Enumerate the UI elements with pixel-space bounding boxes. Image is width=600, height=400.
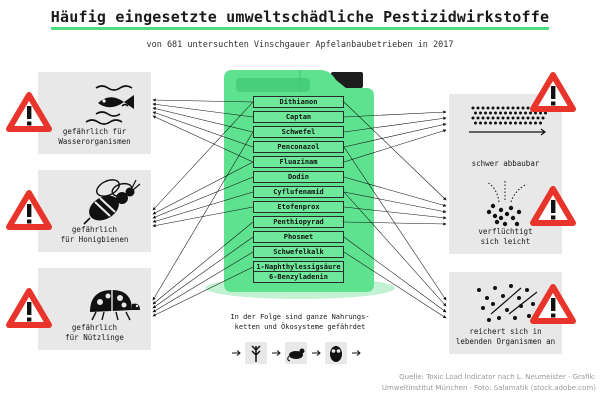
connector-line — [152, 176, 254, 219]
substance-item: Captan — [253, 111, 344, 123]
warning-triangle-icon — [6, 190, 52, 230]
fish-icon — [85, 85, 134, 125]
warning-triangle-icon — [6, 288, 52, 328]
connector-line — [152, 115, 254, 163]
warning-triangle-icon — [530, 72, 576, 112]
connector-line — [152, 107, 254, 133]
substance-item: Dodin — [253, 171, 344, 183]
panel-bees-label: gefährlich für Honigbienen — [60, 225, 129, 244]
connector-line — [152, 221, 254, 305]
connector-line — [152, 236, 254, 309]
connector-line — [343, 251, 447, 319]
connector-line — [152, 266, 254, 317]
panel-volatile-label: verflüchtigt sich leicht — [478, 227, 533, 246]
panel-beneficials-label: gefährlich für Nützlinge — [65, 323, 124, 342]
connector-line — [343, 101, 447, 201]
substance-item: Penthiopyrad — [253, 216, 344, 228]
substance-item: Schwefel — [253, 126, 344, 138]
connector-line — [343, 110, 447, 118]
panel-bees: gefährlich für Honigbienen — [38, 170, 151, 252]
panel-aquatic-label: gefährlich für Wasserorganismen — [58, 127, 131, 146]
warning-triangle-icon — [6, 92, 52, 132]
connector-line — [152, 111, 254, 148]
connector-line — [152, 98, 254, 103]
substance-item: Cyflufenamid — [253, 186, 344, 198]
panel-aquatic: gefährlich für Wasserorganismen — [38, 72, 151, 154]
panel-persistent-label: schwer abbaubar — [471, 159, 540, 168]
owl-icon — [325, 342, 347, 364]
connector-line — [343, 116, 447, 133]
particles-accumulate-icon — [477, 284, 538, 322]
food-chain-arrows — [232, 350, 361, 356]
connector-line — [343, 236, 447, 313]
connector-line — [152, 251, 254, 313]
connector-line — [343, 191, 447, 214]
connector-line — [343, 221, 447, 226]
substance-item: Phosmet — [253, 231, 344, 243]
particles-rising-icon — [486, 180, 528, 227]
connector-line — [152, 131, 254, 301]
warning-triangle-icon — [530, 284, 576, 324]
connector-line — [343, 122, 447, 148]
connector-line — [343, 206, 447, 220]
page-subtitle: von 681 untersuchten Vinschgauer Apfelan… — [146, 40, 454, 50]
connector-line — [343, 176, 447, 207]
warning-triangle-icon — [530, 186, 576, 226]
substance-item: Fluazinam — [253, 156, 344, 168]
panel-bioaccumulative: reichert sich in lebenden Organismen an — [449, 272, 562, 354]
substance-item: Dithianon — [253, 96, 344, 108]
wheat-icon — [245, 342, 267, 364]
connector-line — [343, 146, 447, 301]
substance-item: Schwefelkalk — [253, 246, 344, 258]
bee-icon — [83, 179, 141, 225]
connector-line — [152, 161, 254, 215]
mouse-icon — [285, 342, 307, 364]
connector-line — [152, 102, 254, 118]
substance-item: 6-Benzyladenin — [253, 271, 344, 283]
source-credit: Quelle: Toxic Load Indicator nach L. Neu… — [381, 373, 596, 392]
page-title-text: Häufig eingesetzte umweltschädliche Pest… — [50, 8, 550, 30]
connector-line — [152, 191, 254, 223]
substance-item: Etofenprox — [253, 201, 344, 213]
connector-line — [343, 191, 447, 307]
page-title: Häufig eingesetzte umweltschädliche Pest… — [0, 8, 600, 30]
connector-line — [343, 129, 447, 163]
substance-item: Penconazol — [253, 141, 344, 153]
panel-persistent: schwer abbaubar — [449, 94, 562, 176]
ladybug-icon — [90, 290, 140, 321]
panel-bioaccumulative-label: reichert sich in lebenden Organismen an — [455, 327, 556, 346]
food-chain-note: In der Folge sind ganze Nahrungs- ketten… — [230, 313, 370, 331]
panel-beneficials: gefährlich für Nützlinge — [38, 268, 151, 350]
connector-line — [152, 101, 254, 211]
